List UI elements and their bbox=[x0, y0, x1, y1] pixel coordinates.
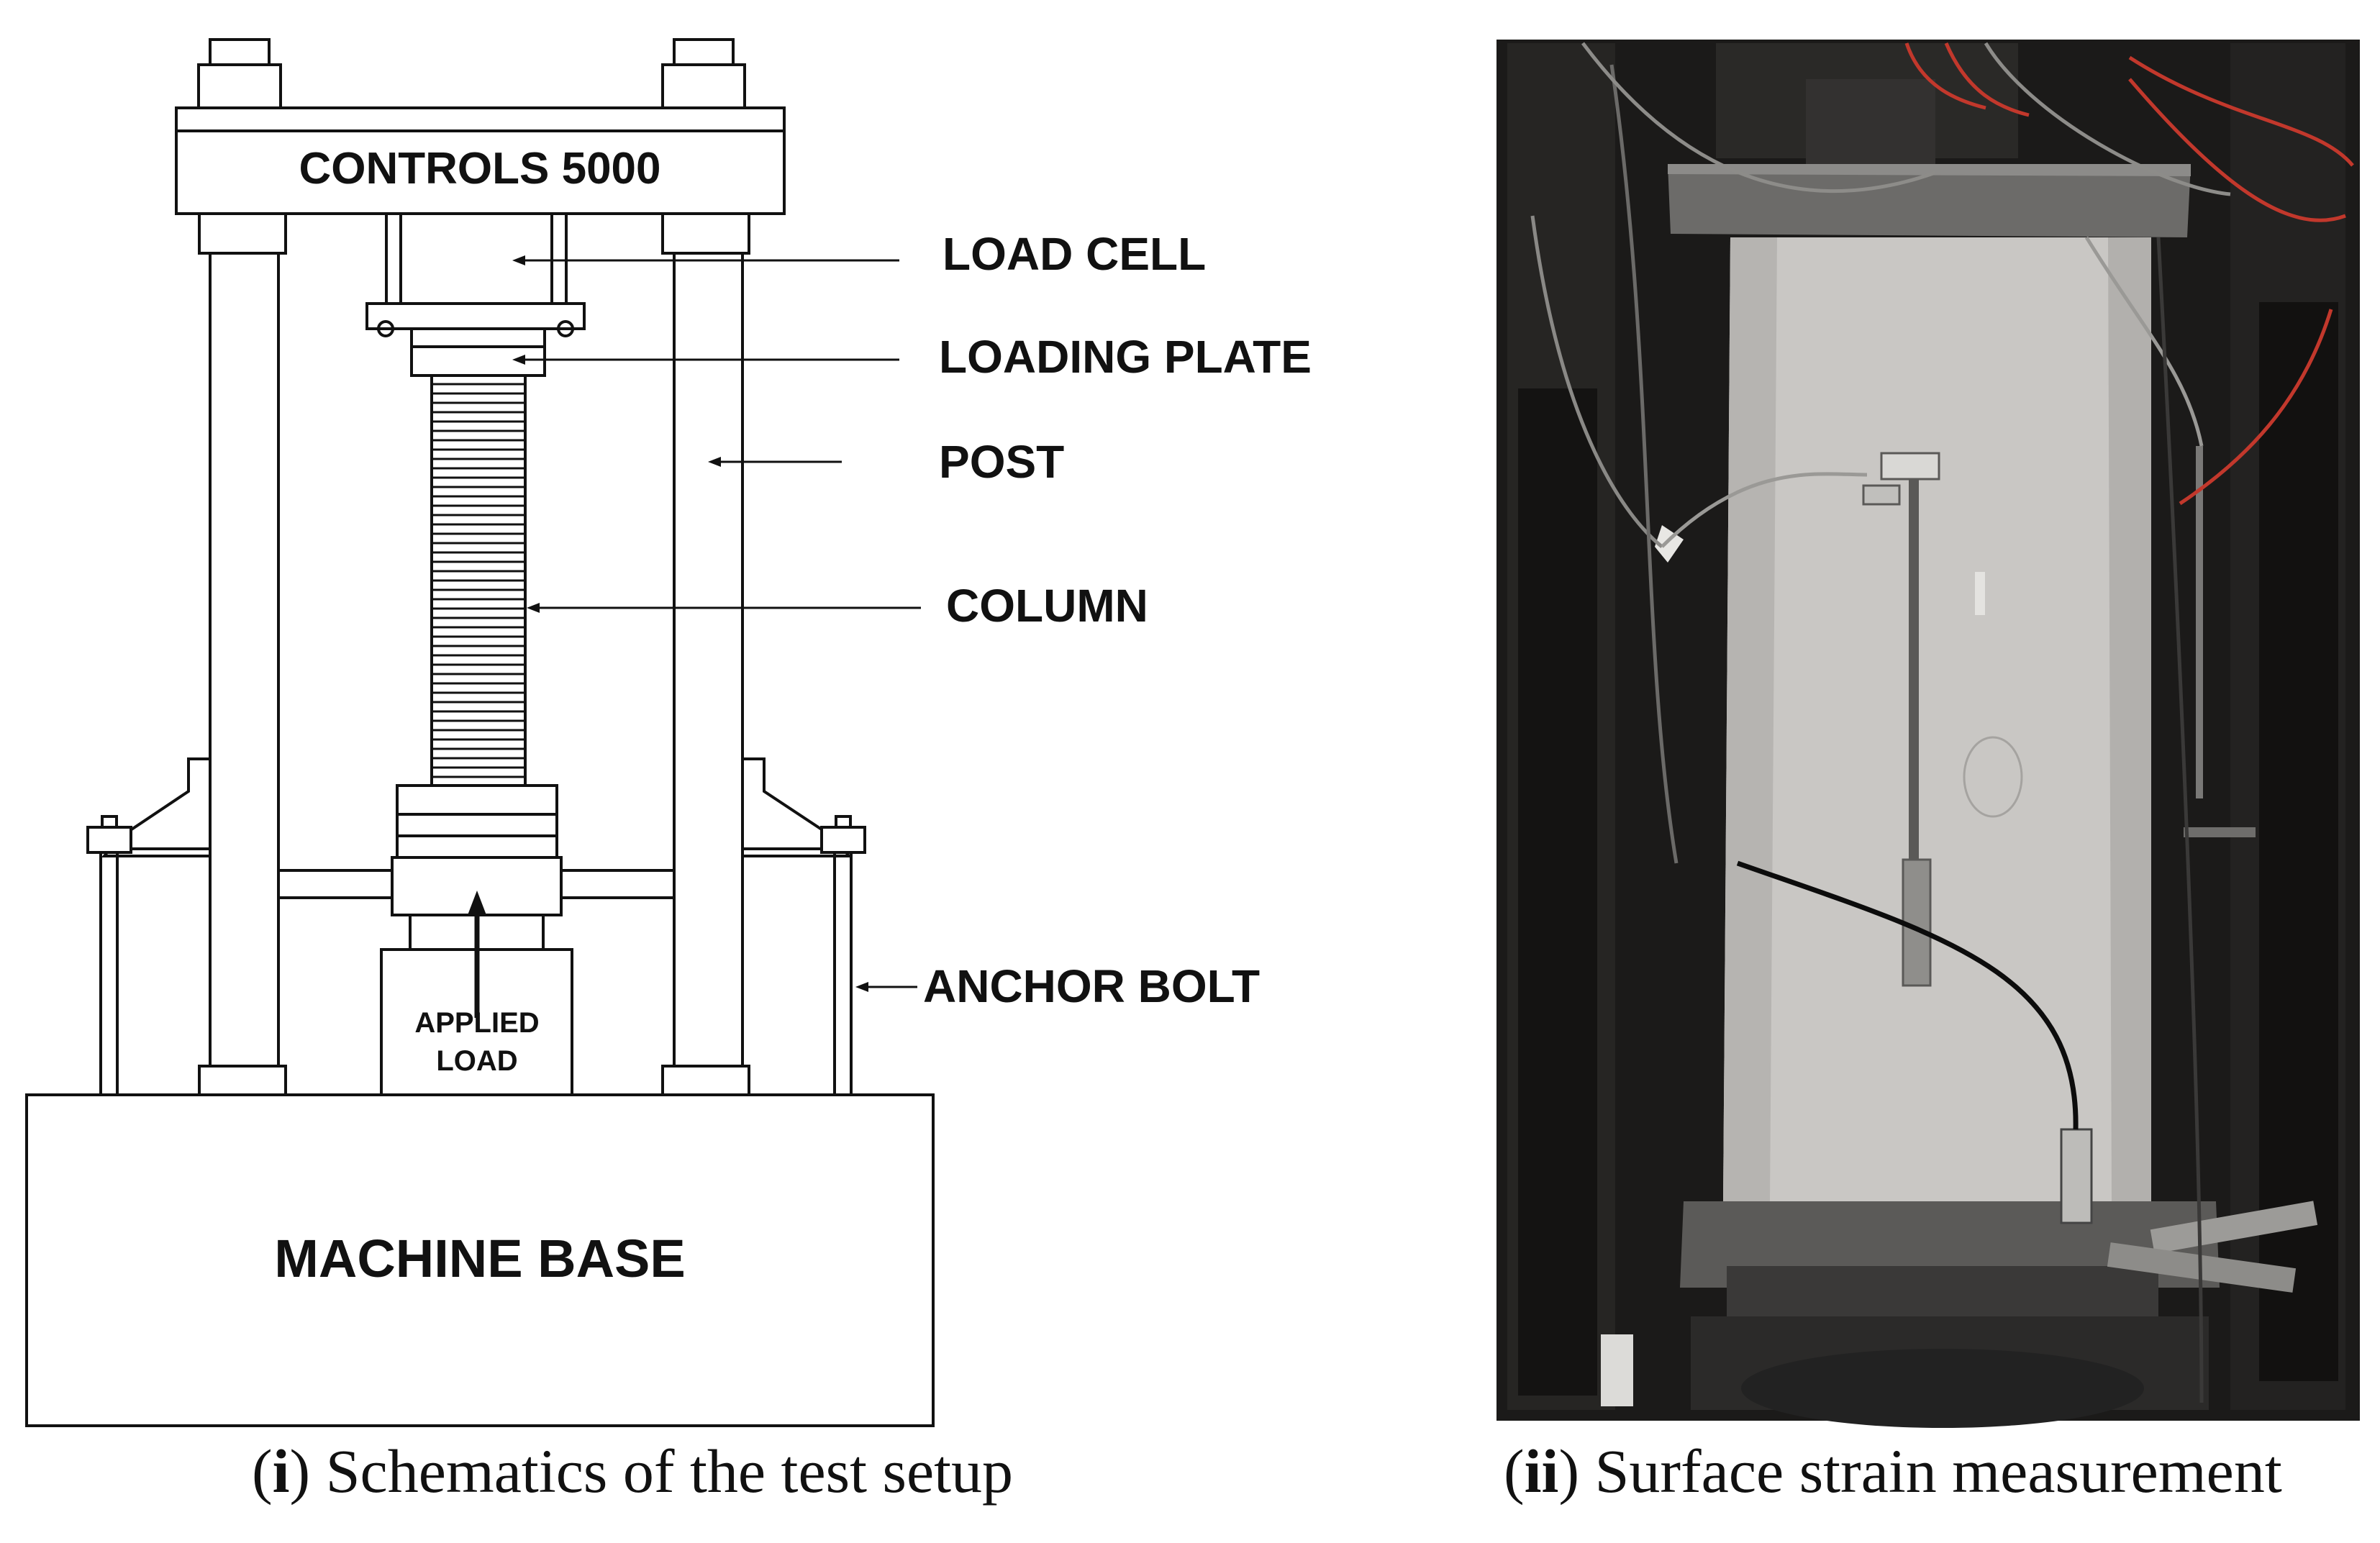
applied-load-label-line2: LOAD bbox=[436, 1045, 517, 1077]
concrete-specimen bbox=[1723, 237, 2151, 1201]
frame-label: CONTROLS 5000 bbox=[299, 144, 660, 194]
column bbox=[430, 374, 527, 787]
ram bbox=[380, 856, 573, 1096]
test-setup-schematic bbox=[25, 38, 935, 1427]
caption-right-text: Surface strain measurement bbox=[1594, 1437, 2282, 1506]
callout-leaders bbox=[512, 255, 921, 992]
top-steel-plate bbox=[1668, 164, 2191, 237]
machine-base bbox=[25, 1093, 935, 1427]
callout-load-cell: LOAD CELL bbox=[943, 228, 1206, 280]
callout-post: POST bbox=[939, 436, 1064, 488]
crosshead bbox=[175, 106, 786, 215]
anchor-bolt-right bbox=[820, 815, 866, 1095]
callout-column: COLUMN bbox=[946, 580, 1148, 632]
load-cell bbox=[365, 212, 586, 337]
applied-load-arrow bbox=[468, 891, 486, 1018]
caption-left: (i) Schematics of the test setup bbox=[252, 1437, 1014, 1506]
applied-load-label-line1: APPLIED bbox=[414, 1007, 539, 1039]
machine-base-label: MACHINE BASE bbox=[274, 1229, 685, 1288]
surface-strain-photo bbox=[1496, 40, 2360, 1428]
strain-gauge bbox=[1862, 452, 1940, 987]
post-left bbox=[209, 252, 280, 1068]
loading-plate bbox=[410, 327, 546, 377]
callout-loading-plate: LOADING PLATE bbox=[939, 331, 1312, 383]
top-bolt-right bbox=[661, 38, 746, 109]
caption-left-number: i bbox=[272, 1437, 290, 1506]
caption-right-number: ii bbox=[1524, 1437, 1559, 1506]
anchor-bolt-left bbox=[86, 815, 132, 1095]
sensor-wires bbox=[1530, 42, 2354, 1403]
caption-right: (ii) Surface strain measurement bbox=[1504, 1437, 2282, 1506]
top-bolt-left bbox=[197, 38, 282, 109]
post-right bbox=[673, 252, 744, 1068]
caption-left-text: Schematics of the test setup bbox=[325, 1437, 1014, 1506]
callout-anchor-bolt: ANCHOR BOLT bbox=[923, 960, 1260, 1012]
